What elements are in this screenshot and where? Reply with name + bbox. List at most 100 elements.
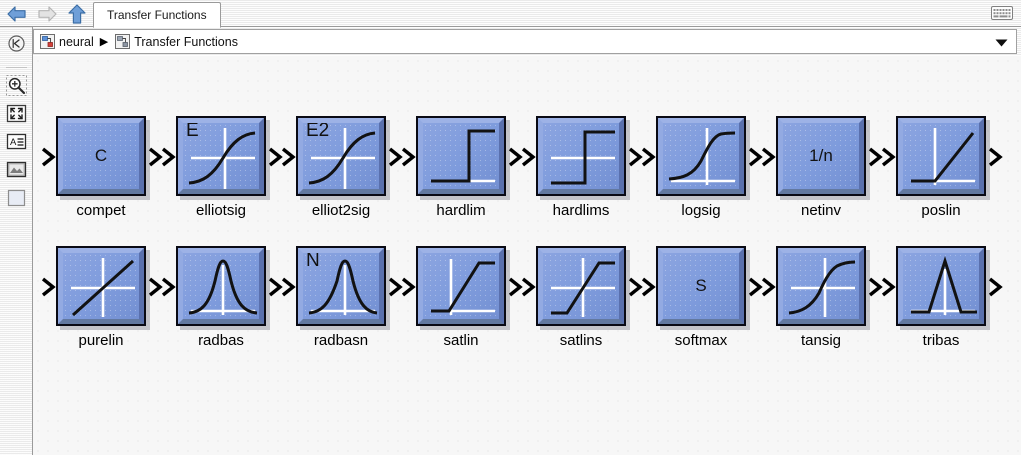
- input-port-icon: [401, 147, 416, 167]
- hardlim-icon: [423, 123, 499, 189]
- output-port-icon: [268, 277, 283, 297]
- output-port-icon: [508, 277, 523, 297]
- block-radbas[interactable]: radbas: [161, 246, 283, 349]
- block-satlins[interactable]: satlins: [521, 246, 643, 349]
- block-softmax[interactable]: S softmax: [641, 246, 763, 349]
- input-port-icon: [521, 147, 536, 167]
- logsig-icon: [663, 123, 739, 189]
- fit-to-view-icon[interactable]: [4, 101, 29, 126]
- left-toolbar: A: [0, 27, 33, 455]
- block-label: elliot2sig: [311, 202, 371, 219]
- tansig-icon: [783, 253, 859, 319]
- block-label: radbasn: [313, 332, 369, 349]
- library-canvas: C compet E elliotsig: [33, 56, 1021, 455]
- up-button[interactable]: [64, 3, 90, 25]
- output-port-icon: [748, 277, 763, 297]
- block-label: radbas: [198, 332, 244, 349]
- input-port-icon: [641, 147, 656, 167]
- library-sublib-icon: [115, 34, 131, 49]
- output-port-icon: [388, 277, 403, 297]
- netinv-icon: 1/n: [783, 123, 859, 189]
- block-elliot2sig[interactable]: E2 elliot2sig: [281, 116, 403, 219]
- block-satlin[interactable]: satlin: [401, 246, 523, 349]
- input-port-icon: [761, 147, 776, 167]
- arrow-right-icon: [38, 6, 57, 22]
- block-radbasn[interactable]: N radbasn: [281, 246, 403, 349]
- block-label: satlins: [559, 332, 603, 349]
- chevron-down-icon[interactable]: [995, 39, 1008, 47]
- block-label: hardlim: [436, 202, 486, 219]
- elliot2sig-icon: E2: [303, 123, 379, 189]
- compet-icon: C: [63, 123, 139, 189]
- breadcrumb-item-transfer-functions[interactable]: Transfer Functions: [115, 34, 238, 49]
- title-bar: Transfer Functions: [0, 0, 1021, 28]
- arrow-up-icon: [68, 4, 86, 24]
- block-label: hardlims: [552, 202, 610, 219]
- output-port-icon: [628, 147, 643, 167]
- block-hardlim[interactable]: hardlim: [401, 116, 523, 219]
- block-purelin[interactable]: purelin: [41, 246, 163, 349]
- output-port-icon: [508, 147, 523, 167]
- block-label: logsig: [681, 202, 721, 219]
- blank-panel-icon[interactable]: [4, 185, 29, 210]
- output-port-icon: [148, 147, 163, 167]
- block-compet[interactable]: C compet: [41, 116, 163, 219]
- output-port-icon: [988, 277, 1003, 297]
- input-port-icon: [641, 277, 656, 297]
- block-label: softmax: [674, 332, 728, 349]
- breadcrumb[interactable]: neural ▶ Transfer Functions: [33, 29, 1017, 54]
- back-navigate-icon[interactable]: [4, 31, 29, 56]
- image-preview-icon[interactable]: [4, 157, 29, 182]
- keyboard-icon[interactable]: [991, 6, 1013, 20]
- output-port-icon: [388, 147, 403, 167]
- block-glyph: E2: [306, 123, 330, 141]
- output-port-icon: [748, 147, 763, 167]
- output-port-icon: [268, 147, 283, 167]
- block-glyph: N: [306, 253, 320, 271]
- elliotsig-icon: E: [183, 123, 259, 189]
- block-label: tribas: [922, 332, 960, 349]
- output-port-icon: [148, 277, 163, 297]
- tab-label: Transfer Functions: [107, 8, 207, 22]
- softmax-icon: S: [663, 253, 739, 319]
- block-netinv[interactable]: 1/n netinv: [761, 116, 883, 219]
- input-port-icon: [881, 277, 896, 297]
- hardlims-icon: [543, 123, 619, 189]
- input-port-icon: [761, 277, 776, 297]
- block-logsig[interactable]: logsig: [641, 116, 763, 219]
- output-port-icon: [868, 147, 883, 167]
- breadcrumb-label: Transfer Functions: [134, 34, 238, 49]
- input-port-icon: [281, 147, 296, 167]
- toolbar-divider: [6, 67, 27, 68]
- block-tribas[interactable]: tribas: [881, 246, 1003, 349]
- block-label: tansig: [800, 332, 842, 349]
- poslin-icon: [903, 123, 979, 189]
- text-list-icon[interactable]: A: [4, 129, 29, 154]
- breadcrumb-item-neural[interactable]: neural: [40, 34, 94, 49]
- library-model-icon: [40, 34, 55, 49]
- block-hardlims[interactable]: hardlims: [521, 116, 643, 219]
- tribas-icon: [903, 253, 979, 319]
- block-glyph: E: [186, 123, 199, 141]
- block-glyph: S: [695, 276, 707, 295]
- arrow-left-icon: [7, 6, 26, 22]
- input-port-icon: [281, 277, 296, 297]
- breadcrumb-separator: ▶: [99, 36, 109, 48]
- block-elliotsig[interactable]: E elliotsig: [161, 116, 283, 219]
- block-label: compet: [76, 202, 126, 219]
- input-port-icon: [881, 147, 896, 167]
- forward-button[interactable]: [34, 3, 60, 25]
- satlins-icon: [543, 253, 619, 319]
- block-label: netinv: [800, 202, 842, 219]
- zoom-in-icon[interactable]: [4, 73, 29, 98]
- back-button[interactable]: [4, 3, 30, 25]
- radbas-icon: [183, 253, 259, 319]
- block-poslin[interactable]: poslin: [881, 116, 1003, 219]
- radbasn-icon: N: [303, 253, 379, 319]
- block-label: satlin: [443, 332, 479, 349]
- input-port-icon: [41, 147, 56, 167]
- tab-transfer-functions[interactable]: Transfer Functions: [93, 2, 221, 28]
- block-tansig[interactable]: tansig: [761, 246, 883, 349]
- breadcrumb-bar: neural ▶ Transfer Functions: [0, 27, 1021, 56]
- input-port-icon: [521, 277, 536, 297]
